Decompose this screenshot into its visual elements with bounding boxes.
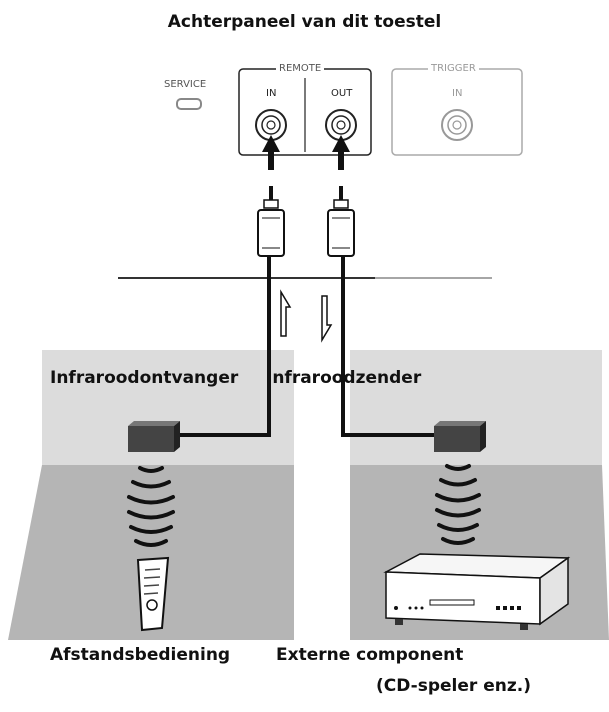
external-component-sublabel: (CD-speler enz.) [376, 676, 531, 696]
ir-transmitter-box [434, 421, 486, 452]
trigger-in-label: IN [452, 88, 463, 99]
plug-in [257, 186, 285, 257]
arrow-up-in-icon [262, 135, 280, 170]
diagram-title: Achterpaneel van dit toestel [167, 12, 442, 32]
remote-control-icon [136, 556, 170, 632]
cable-receiver [176, 256, 271, 437]
trigger-in-jack-core [452, 120, 462, 130]
trigger-label: TRIGGER [428, 63, 479, 74]
ir-waves-transmitter-icon [435, 464, 481, 545]
left-room-floor [8, 465, 294, 640]
remote-in-label: IN [266, 88, 277, 99]
cable-transmitter [341, 256, 434, 437]
remote-label: REMOTE [276, 63, 325, 74]
receiver-label: Infraroodontvanger [50, 368, 239, 388]
ir-waves-receiver-icon [127, 466, 175, 547]
ir-receiver-box [128, 421, 180, 452]
plug-out [327, 186, 355, 257]
remote-control-label: Afstandsbediening [50, 645, 231, 665]
service-port-icon [176, 98, 202, 110]
arrow-up-out-icon [332, 135, 350, 170]
remote-out-label: OUT [331, 88, 353, 99]
signal-up-icon [280, 289, 292, 337]
transmitter-label: Infraroodzender [266, 368, 422, 388]
cd-player-icon [383, 553, 571, 630]
external-component-label: Externe component [276, 645, 464, 665]
remote-out-jack-core [336, 120, 346, 130]
service-label: SERVICE [164, 79, 207, 90]
remote-in-jack-core [266, 120, 276, 130]
signal-down-icon [321, 295, 333, 343]
